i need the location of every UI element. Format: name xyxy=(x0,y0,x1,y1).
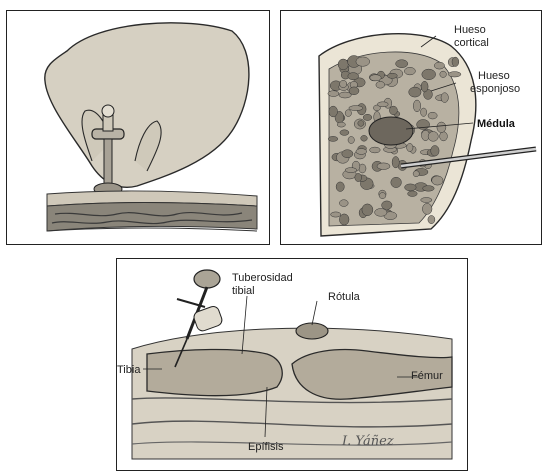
panel-bone-section: Hueso cortical Hueso esponjoso Médula xyxy=(280,10,542,245)
needle-insertion-illustration xyxy=(7,11,269,244)
tibia-bone xyxy=(147,349,282,395)
label-spongy-1: Hueso xyxy=(478,70,510,82)
marrow-cell xyxy=(434,62,444,69)
marrow-cell xyxy=(337,122,345,127)
marrow-cell xyxy=(428,132,438,142)
marrow-cell xyxy=(404,67,415,75)
marrow-region xyxy=(369,117,413,145)
marrow-cell xyxy=(349,106,363,111)
marrow-cell xyxy=(423,186,435,192)
marrow-cell xyxy=(339,214,349,225)
marrow-cell xyxy=(408,191,418,197)
artist-signature: I. Yáñez xyxy=(341,434,394,449)
marrow-cell xyxy=(336,182,344,192)
marrow-cell xyxy=(428,216,435,224)
label-patella: Rótula xyxy=(328,291,361,303)
label-cortical-1: Hueso xyxy=(454,24,486,36)
marrow-cell xyxy=(421,108,427,116)
marrow-cell xyxy=(440,71,447,77)
marrow-cell xyxy=(348,73,359,80)
marrow-cell xyxy=(377,163,390,170)
bone-section-illustration: Hueso cortical Hueso esponjoso Médula xyxy=(281,11,541,244)
marrow-cell xyxy=(370,147,381,153)
marrow-cell xyxy=(431,146,439,157)
marrow-cell xyxy=(437,122,446,133)
marrow-cell xyxy=(331,212,341,217)
marrow-cell xyxy=(440,132,448,141)
marrow-cell xyxy=(441,93,448,103)
marrow-cell xyxy=(422,203,432,214)
marrow-cell xyxy=(362,204,373,216)
marrow-cell xyxy=(375,209,387,217)
marrow-cell xyxy=(379,193,386,199)
label-cortical-2: cortical xyxy=(454,37,489,49)
marrow-cell xyxy=(328,136,338,141)
marrow-cell xyxy=(348,137,354,144)
marrow-cell xyxy=(340,130,349,136)
marrow-cell xyxy=(405,184,417,191)
marrow-cell xyxy=(432,176,443,185)
label-spongy-2: esponjoso xyxy=(470,83,520,95)
marrow-cell xyxy=(361,135,368,141)
marrow-cell xyxy=(413,100,420,112)
marrow-cell xyxy=(329,106,338,117)
marrow-cell xyxy=(413,171,419,177)
patella-bone xyxy=(296,323,328,339)
label-femur: Fémur xyxy=(411,370,443,382)
marrow-cell xyxy=(339,200,348,207)
marrow-cell xyxy=(356,57,370,66)
marrow-cell xyxy=(363,114,372,120)
label-tuberosity-2: tibial xyxy=(232,285,255,297)
marrow-cell xyxy=(355,173,362,181)
marrow-cell xyxy=(376,81,385,88)
marrow-cell xyxy=(356,149,367,155)
marrow-cell xyxy=(345,168,357,173)
label-marrow: Médula xyxy=(477,118,516,130)
marrow-cell xyxy=(396,60,408,68)
marrow-cell xyxy=(328,91,339,97)
label-tuberosity-1: Tuberosidad xyxy=(232,272,293,284)
marrow-cell xyxy=(421,81,428,92)
panel-tibia-knee: Tuberosidad tibial Rótula Tibia Fémur Ep… xyxy=(116,258,468,471)
marrow-cell xyxy=(422,69,436,80)
marrow-cell xyxy=(409,87,421,97)
marrow-cell xyxy=(391,177,402,187)
label-tibia: Tibia xyxy=(117,364,141,376)
marrow-cell xyxy=(428,112,437,119)
marrow-cell xyxy=(448,72,461,77)
marrow-cell xyxy=(421,198,432,203)
tissue-layers xyxy=(47,191,257,231)
marrow-cell xyxy=(339,92,351,98)
marrow-cell xyxy=(389,106,397,115)
leader-patella xyxy=(312,301,317,325)
panel-needle-insertion xyxy=(6,10,270,245)
marrow-cell xyxy=(345,110,351,117)
marrow-cell xyxy=(407,143,413,151)
tibia-knee-illustration: Tuberosidad tibial Rótula Tibia Fémur Ep… xyxy=(117,259,467,470)
marrow-cell xyxy=(338,59,348,70)
marrow-cell xyxy=(370,75,381,81)
marrow-cell xyxy=(377,102,388,107)
marrow-cell xyxy=(340,80,347,87)
marrow-cell xyxy=(342,150,353,158)
label-epiphysis: Epífisis xyxy=(248,441,284,453)
marrow-cell xyxy=(382,201,392,210)
marrow-cell xyxy=(392,157,399,168)
marrow-cell xyxy=(452,57,459,66)
marrow-cell xyxy=(358,121,364,127)
marrow-cell xyxy=(387,73,397,78)
marrow-cell xyxy=(349,87,359,95)
